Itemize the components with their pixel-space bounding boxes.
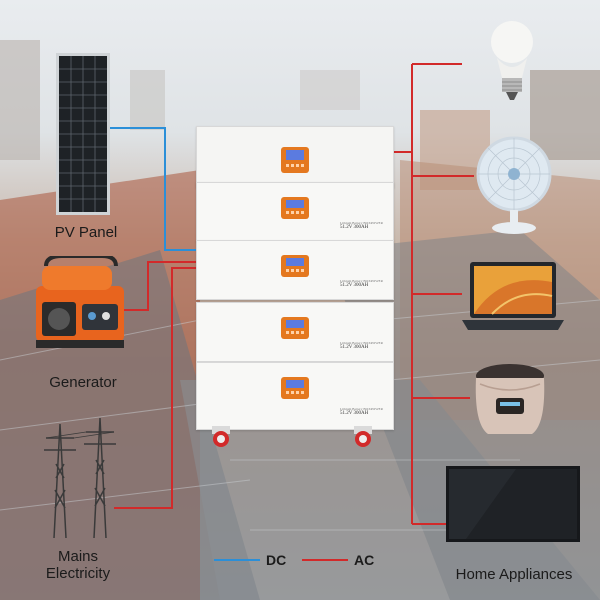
controller-display xyxy=(281,147,309,173)
ac-line-generator xyxy=(118,261,196,311)
dc-legend-label: DC xyxy=(266,552,287,568)
dc-line-pv xyxy=(106,127,196,251)
generator-icon xyxy=(36,256,124,348)
battery-wheels xyxy=(212,426,372,447)
laptop-icon xyxy=(462,262,564,330)
pv-panel-label: PV Panel xyxy=(54,224,118,241)
solar-panel-icon xyxy=(56,53,110,215)
battery-controller-module xyxy=(196,126,394,188)
fan-icon xyxy=(476,136,552,234)
rice-cooker-icon xyxy=(475,364,545,434)
ac-line-mains xyxy=(114,267,196,509)
generator-label: Generator xyxy=(49,374,117,391)
light-bulb-icon xyxy=(491,21,533,100)
television-icon xyxy=(446,466,580,542)
home-appliances-label: Home Appliances xyxy=(455,566,573,583)
dc-legend-swatch xyxy=(214,559,260,561)
mains-electricity-label: Mains Electricity xyxy=(45,548,111,582)
ac-legend-label: AC xyxy=(354,552,375,568)
battery-module-display xyxy=(281,377,309,399)
battery-module-display xyxy=(281,317,309,339)
ac-legend-swatch xyxy=(302,559,348,561)
power-tower-icon xyxy=(44,417,116,538)
battery-module-display xyxy=(281,197,309,219)
battery-module-display xyxy=(281,255,309,277)
